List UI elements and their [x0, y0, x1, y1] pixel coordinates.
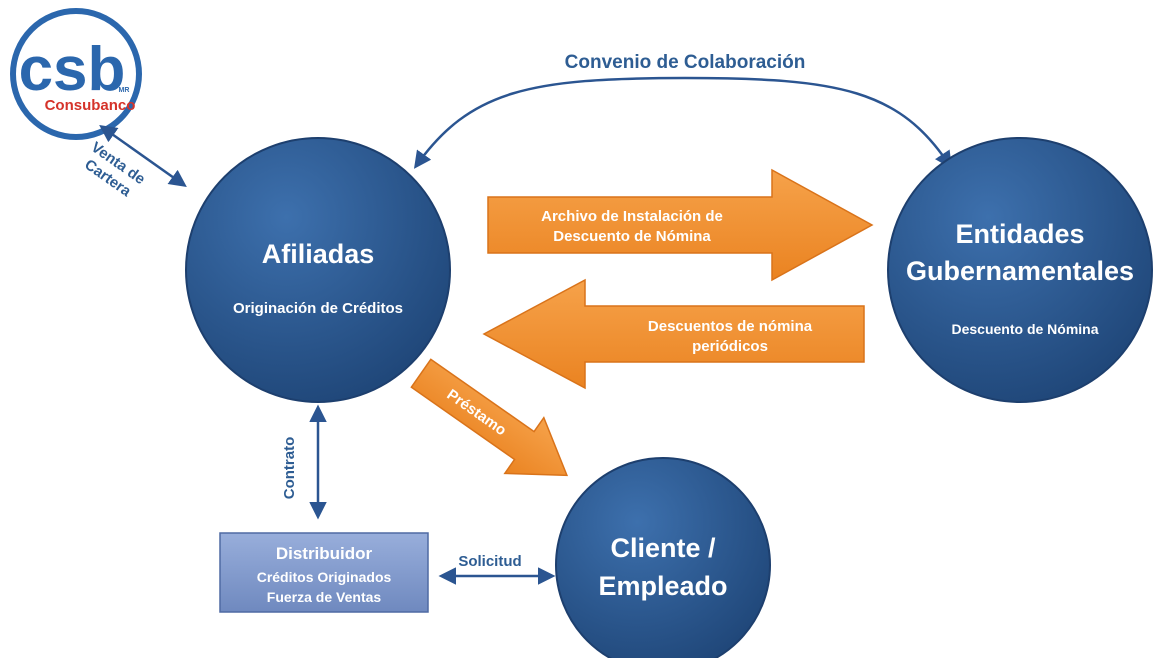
afiliadas-circle	[185, 137, 451, 403]
logo-mark: MR	[119, 87, 130, 94]
distribuidor-line1: Créditos Originados	[257, 569, 392, 585]
afiliadas-title: Afiliadas	[262, 239, 375, 269]
entidades-subtitle: Descuento de Nómina	[951, 321, 1098, 337]
distribuidor-node: Distribuidor Créditos Originados Fuerza …	[219, 532, 429, 613]
distribuidor-title: Distribuidor	[276, 544, 373, 563]
logo-brand-text: Consubanco	[45, 97, 136, 114]
archivo-line1: Archivo de Instalación de	[541, 208, 723, 225]
logo-letters: csb	[19, 35, 126, 104]
cliente-node: Cliente / Empleado	[555, 457, 771, 658]
afiliadas-node: Afiliadas Originación de Créditos	[185, 137, 451, 403]
venta-cartera-label: Venta de Cartera	[81, 139, 148, 201]
solicitud-label: Solicitud	[458, 553, 521, 570]
descuentos-arrow-shape	[482, 278, 865, 390]
archivo-line2: Descuento de Nómina	[553, 228, 711, 245]
logo-ring	[10, 8, 142, 140]
distribuidor-box	[219, 532, 429, 613]
prestamo-arrow-shape	[410, 358, 569, 477]
descuentos-line1: Descuentos de nómina	[648, 318, 813, 335]
contrato-label: Contrato	[281, 437, 298, 500]
entidades-title-line1: Entidades	[955, 219, 1084, 249]
convenio-label: Convenio de Colaboración	[565, 52, 806, 73]
entidades-node: Entidades Gubernamentales Descuento de N…	[887, 137, 1153, 403]
entidades-circle	[887, 137, 1153, 403]
afiliadas-subtitle: Originación de Créditos	[233, 300, 403, 317]
cliente-title-line2: Empleado	[598, 571, 727, 601]
archivo-arrow: Archivo de Instalación de Descuento de N…	[487, 168, 874, 282]
descuentos-arrow: Descuentos de nómina periódicos	[482, 278, 865, 390]
venta-cartera-connector	[99, 124, 187, 188]
cliente-circle	[555, 457, 771, 658]
distribuidor-line2: Fuerza de Ventas	[267, 589, 382, 605]
consubanco-logo: csb Consubanco MR	[10, 8, 142, 140]
entidades-title-line2: Gubernamentales	[906, 256, 1134, 286]
archivo-arrow-shape	[487, 168, 874, 282]
descuentos-line2: periódicos	[692, 338, 768, 355]
cliente-title-line1: Cliente /	[610, 533, 716, 563]
convenio-connector	[413, 76, 952, 169]
